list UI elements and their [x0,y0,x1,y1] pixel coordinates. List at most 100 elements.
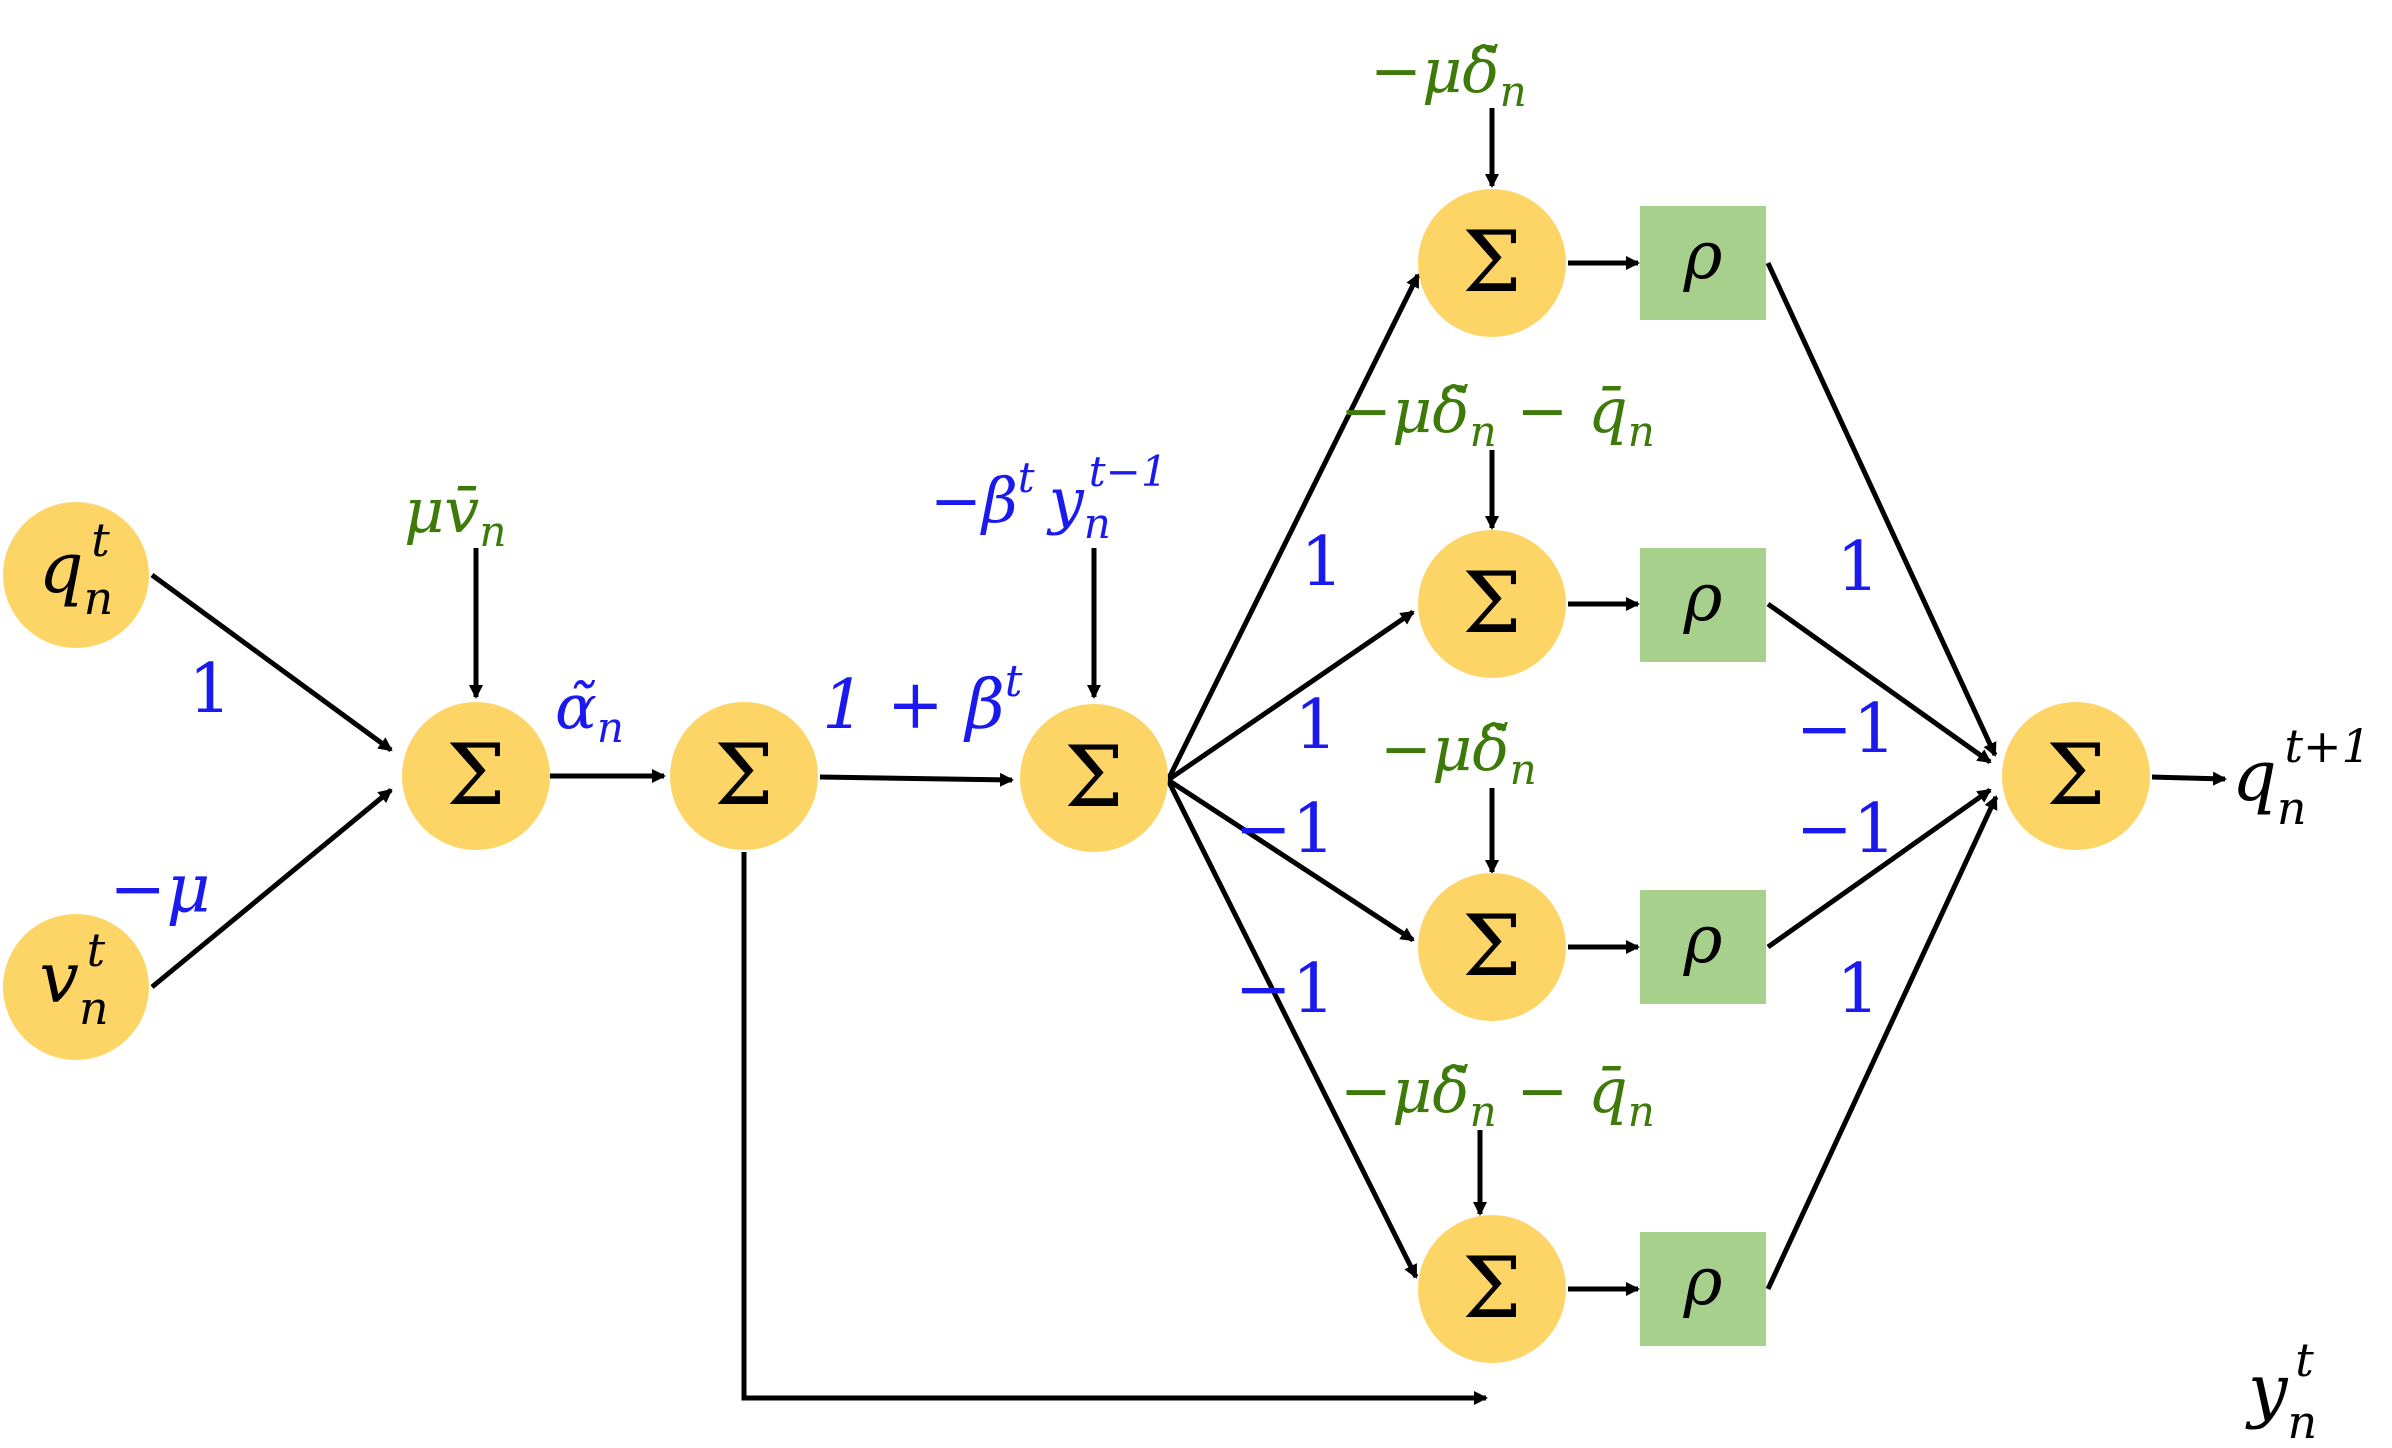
weight-branch4: −1 [1235,950,1335,1029]
output-q-sub: n [2277,781,2307,835]
edge-sum3-to-sum-r2 [1166,609,1415,783]
sum-node-2-symbol: Σ [714,726,773,824]
input-node-q: qnt [3,502,149,648]
bias-relu4-sub2: n [1628,1087,1655,1136]
weight-branch1: 1 [1300,523,1343,602]
weight-beta-sup: t [1005,656,1023,707]
relu-box-3-symbol: ρ [1683,901,1723,978]
sum-node-r4-symbol: Σ [1462,1239,1521,1337]
edges [150,108,2227,1405]
weight-alpha-sub: n [597,703,624,752]
edge-sum3-to-sum-r4 [1165,778,1419,1279]
bias-sum1-base: μv̄ [404,474,479,547]
edge-rho1-to-out [1765,261,1998,757]
bias-relu4-base: −μδ̃ [1340,1054,1470,1127]
weight-branch3: −1 [1235,790,1335,869]
bias-relu4: −μδ̃n − q̄n [1340,1054,1655,1136]
weight-labels: 1 −μ α̃n 1 + βt 1 1 −1 −1 1 −1 −1 1 [109,523,1896,1029]
sum-node-3: Σ [1020,704,1168,852]
sum-node-r1: Σ [1418,189,1566,337]
bias-sum3-base2: y [1046,464,1085,537]
output-y-sup: t [2295,1333,2314,1387]
bias-sum3-base: −β [930,464,1018,537]
weight-beta-base: 1 + β [822,666,1005,745]
output-y-base: y [2245,1349,2289,1431]
sum-node-1: Σ [402,702,550,850]
bias-sum3-sup: t [1018,453,1035,502]
sum-node-r3: Σ [1418,873,1566,1021]
output-q-sup: t+1 [2284,719,2370,773]
relu-box-2: ρ [1640,548,1766,662]
weight-branch2: 1 [1294,686,1337,765]
relu-box-3: ρ [1640,890,1766,1004]
q-in-sup: t [91,513,110,567]
v-in-base: v [39,937,79,1019]
sum-node-2: Σ [670,702,818,850]
relu-box-2-symbol: ρ [1683,559,1723,636]
weight-out4: 1 [1836,950,1879,1029]
edge-rho4-to-out [1765,795,1999,1291]
q-in-base: q [39,527,84,609]
edge-sum3-to-sum-r1 [1165,273,1421,782]
v-in-sub: n [79,981,109,1035]
relu-box-4: ρ [1640,1232,1766,1346]
bias-relu2-sub2: n [1628,407,1655,456]
output-y-sub: n [2288,1395,2318,1448]
svg-text:vnt: vnt [39,923,108,1035]
input-node-v: vnt [3,914,149,1060]
edge-sum2-to-sum3 [819,772,1014,787]
output-q-base: q [2232,735,2277,817]
relu-box-1: ρ [1640,206,1766,320]
bias-relu4-tail: − q̄ [1497,1054,1628,1127]
output-q: qn t+1 [2232,719,2371,835]
bias-relu3-base: −μδ̃ [1380,712,1510,785]
sum-node-r4: Σ [1418,1215,1566,1363]
sum-node-r3-symbol: Σ [1462,897,1521,995]
output-labels: qnt+1 ynt [2232,719,2371,1448]
bias-relu2: −μδ̃n − q̄n [1340,374,1655,456]
bias-relu3: −μδ̃n [1380,712,1537,794]
weight-out1: 1 [1836,528,1879,607]
bias-relu3-sub: n [1510,745,1537,794]
weight-q-to-sum1: 1 [188,650,231,729]
sum-node-r1-symbol: Σ [1462,213,1521,311]
bias-relu2-sub: n [1470,407,1497,456]
sum-node-out: Σ [2002,702,2150,850]
bias-sum3-sub2: n [1084,499,1111,548]
sum-node-1-symbol: Σ [446,726,505,824]
relu-box-1-symbol: ρ [1683,217,1723,294]
bias-relu1-sub: n [1500,67,1527,116]
edge-sum2-to-y [741,852,1488,1405]
edge-q-to-sum1 [150,572,393,753]
bias-relu2-base: −μδ̃ [1340,374,1470,447]
q-in-sub: n [84,571,114,625]
weight-alpha-base: α̃ [555,670,597,743]
bias-sum1: μv̄n [404,474,506,556]
relu-box-4-symbol: ρ [1683,1243,1723,1320]
bias-relu1: −μδ̃n [1370,34,1527,116]
weight-out2: −1 [1796,690,1896,769]
output-y: ynt [2245,1333,2317,1448]
svg-text:qnt: qnt [39,513,113,625]
bias-relu2-tail: − q̄ [1497,374,1628,447]
weight-sum1-to-sum2: α̃n [555,670,624,752]
sum-node-out-symbol: Σ [2046,726,2105,824]
sum-node-r2-symbol: Σ [1462,554,1521,652]
edge-out-to-q [2151,771,2227,786]
edge-sum3-to-sum-r3 [1166,777,1415,943]
bias-sum1-sub: n [479,507,506,556]
sum-node-3-symbol: Σ [1064,728,1123,826]
edge-rho2-to-out [1766,601,1992,765]
sum-node-r2: Σ [1418,530,1566,678]
edge-v-to-sum1 [150,788,393,989]
bias-relu1-base: −μδ̃ [1370,34,1500,107]
bias-sum3-sup2: t−1 [1089,447,1168,496]
weight-sum2-to-sum3: 1 + βt [822,656,1023,745]
edge-rho3-to-out [1766,787,1992,950]
weight-out3: −1 [1796,790,1896,869]
bias-relu4-sub: n [1470,1087,1497,1136]
v-in-sup: t [87,923,106,977]
